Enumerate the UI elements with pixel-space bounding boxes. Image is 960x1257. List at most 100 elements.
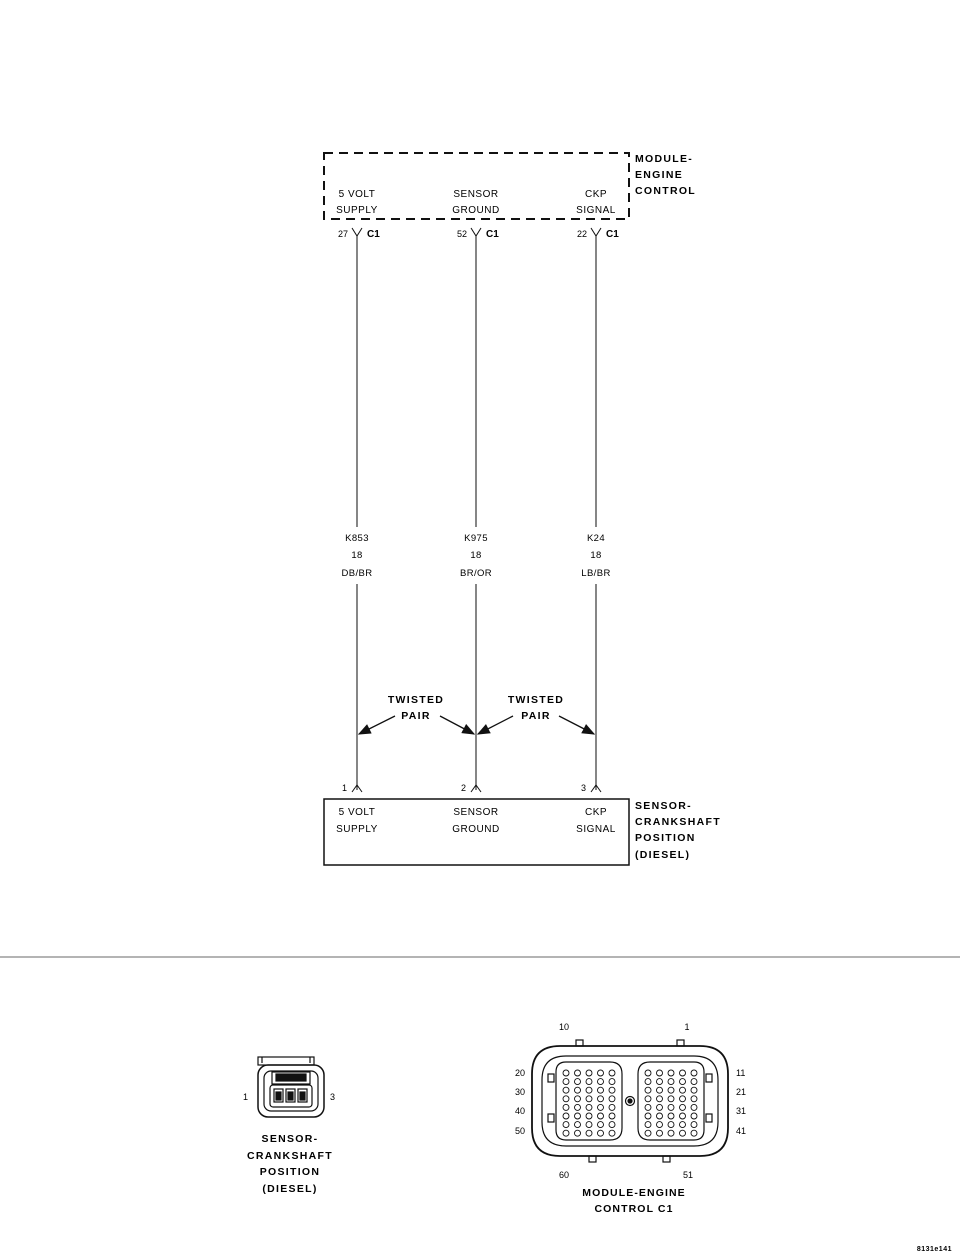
- module-pin2-label-line1: SENSOR: [453, 189, 498, 200]
- module-pin2-label-line2: GROUND: [452, 205, 499, 216]
- sensor-name-line3: POSITION: [635, 832, 696, 844]
- pcm-pin-cavity: [608, 1078, 616, 1086]
- pcm-connector-drawing: [531, 1039, 729, 1163]
- module-pin1-label-line1: 5 VOLT: [339, 189, 376, 200]
- pcm-caption-line2: CONTROL C1: [594, 1203, 673, 1215]
- module-pin3-label-line2: SIGNAL: [576, 205, 616, 216]
- twisted-pair-2-line2: PAIR: [521, 710, 551, 722]
- pcm-pin-cavity: [585, 1103, 593, 1111]
- pcm-pin-cavity: [585, 1095, 593, 1103]
- pcm-pin-cavity: [679, 1103, 686, 1111]
- pcm-pin-cavity: [585, 1129, 593, 1137]
- pcm-pin-cavity: [597, 1095, 604, 1103]
- twisted-arrow-2a: [476, 715, 514, 735]
- sensor-connector-pin-left: 1: [243, 1092, 248, 1102]
- pcm-pin-cavity: [608, 1129, 616, 1137]
- twisted-arrow-2b: [558, 715, 596, 735]
- pcm-pin-cavity: [585, 1069, 593, 1077]
- pcm-pin-cavity: [574, 1086, 581, 1094]
- pcm-pin-cavity: [679, 1078, 686, 1086]
- sensor-pin3-label-line1: CKP: [585, 807, 607, 818]
- pcm-pin-cavity: [690, 1086, 698, 1094]
- pcm-pin-cavity: [608, 1095, 616, 1103]
- wire1-circuit: K853: [345, 533, 369, 544]
- pcm-label-right-4: 41: [736, 1126, 746, 1136]
- wire2-circuit: K975: [464, 533, 488, 544]
- pcm-pin-cavity: [644, 1129, 652, 1137]
- pcm-pin-cavity: [574, 1121, 581, 1129]
- sensor-box: [323, 798, 630, 866]
- pcm-pin-cavity: [656, 1069, 663, 1077]
- sensor-connector-caption-line3: POSITION: [260, 1166, 321, 1178]
- pcm-pin-cavity: [608, 1086, 616, 1094]
- sensor-connector-drawing: [257, 1056, 325, 1118]
- pcm-label-left-3: 40: [515, 1106, 525, 1116]
- pcm-pin-cavity: [667, 1069, 675, 1077]
- pcm-pin-cavity: [574, 1112, 581, 1120]
- sensor-connector-caption-line2: CRANKSHAFT: [247, 1150, 333, 1162]
- sensor-pin2-number: 2: [461, 783, 466, 793]
- twisted-pair-2-line1: TWISTED: [508, 694, 564, 706]
- module-pin2-connector: C1: [486, 229, 499, 240]
- module-pin3-symbol: [590, 227, 602, 237]
- pcm-pin-cavity: [608, 1112, 616, 1120]
- pcm-pin-cavity: [585, 1086, 593, 1094]
- pcm-pin-cavity: [562, 1069, 570, 1077]
- sensor-pin1-number: 1: [342, 783, 347, 793]
- pcm-pin-cavity: [667, 1103, 675, 1111]
- pcm-pin-cavity: [644, 1103, 652, 1111]
- pcm-pin-cavity: [656, 1121, 663, 1129]
- pcm-pin-cavity: [574, 1103, 581, 1111]
- sensor-connector-caption-line4: (DIESEL): [262, 1183, 317, 1195]
- pcm-pin-cavity: [608, 1069, 616, 1077]
- pcm-label-bottom-right: 51: [683, 1170, 693, 1180]
- pcm-pin-cavity: [597, 1112, 604, 1120]
- pcm-pin-cavity: [679, 1086, 686, 1094]
- pcm-pin-cavity: [574, 1129, 581, 1137]
- sensor-name-line2: CRANKSHAFT: [635, 816, 721, 828]
- module-pin2-number: 52: [457, 229, 467, 239]
- pcm-pin-cavity: [690, 1078, 698, 1086]
- pcm-pin-cavity: [597, 1069, 604, 1077]
- pcm-pin-cavity: [656, 1103, 663, 1111]
- pcm-pin-cavity: [644, 1086, 652, 1094]
- twisted-pair-1-line2: PAIR: [401, 710, 431, 722]
- wire1-color: DB/BR: [341, 568, 372, 579]
- pcm-label-right-1: 11: [736, 1068, 745, 1078]
- sensor-pin2-label-line2: GROUND: [452, 824, 499, 835]
- pcm-pin-cavity: [574, 1078, 581, 1086]
- twisted-arrow-1a: [357, 715, 396, 735]
- pcm-pin-cavity: [690, 1095, 698, 1103]
- wire3-color: LB/BR: [581, 568, 610, 579]
- module-name-line1: MODULE-: [635, 153, 693, 165]
- pcm-pin-cavity: [667, 1095, 675, 1103]
- pcm-pin-cavity: [656, 1112, 663, 1120]
- sensor-pin1-label-line1: 5 VOLT: [339, 807, 376, 818]
- sensor-pin1-label-line2: SUPPLY: [336, 824, 378, 835]
- pcm-pin-cavity: [667, 1129, 675, 1137]
- pcm-pin-cavity: [667, 1112, 675, 1120]
- module-pin3-number: 22: [577, 229, 587, 239]
- pcm-pin-cavity: [574, 1069, 581, 1077]
- module-pin1-number: 27: [338, 229, 348, 239]
- pcm-pin-cavity: [679, 1112, 686, 1120]
- module-pin2-symbol: [470, 227, 482, 237]
- pcm-label-left-2: 30: [515, 1087, 525, 1097]
- pcm-pin-cavity: [585, 1121, 593, 1129]
- pcm-pin-cavity: [656, 1086, 663, 1094]
- pcm-pin-cavity: [597, 1103, 604, 1111]
- pcm-pin-cavity: [644, 1095, 652, 1103]
- pcm-pin-cavity: [597, 1129, 604, 1137]
- module-name-line2: ENGINE: [635, 169, 683, 181]
- pcm-pin-cavity: [644, 1121, 652, 1129]
- pcm-pin-cavity: [690, 1069, 698, 1077]
- pcm-pin-cavity: [562, 1112, 570, 1120]
- pcm-pin-cavity: [585, 1078, 593, 1086]
- pcm-pin-cavity: [562, 1121, 570, 1129]
- module-pin1-connector: C1: [367, 229, 380, 240]
- sensor-pin3-number: 3: [581, 783, 586, 793]
- pcm-label-left-1: 20: [515, 1068, 525, 1078]
- module-pin1-symbol: [351, 227, 363, 237]
- pcm-pin-cavity: [562, 1086, 570, 1094]
- pcm-pin-cavity: [690, 1129, 698, 1137]
